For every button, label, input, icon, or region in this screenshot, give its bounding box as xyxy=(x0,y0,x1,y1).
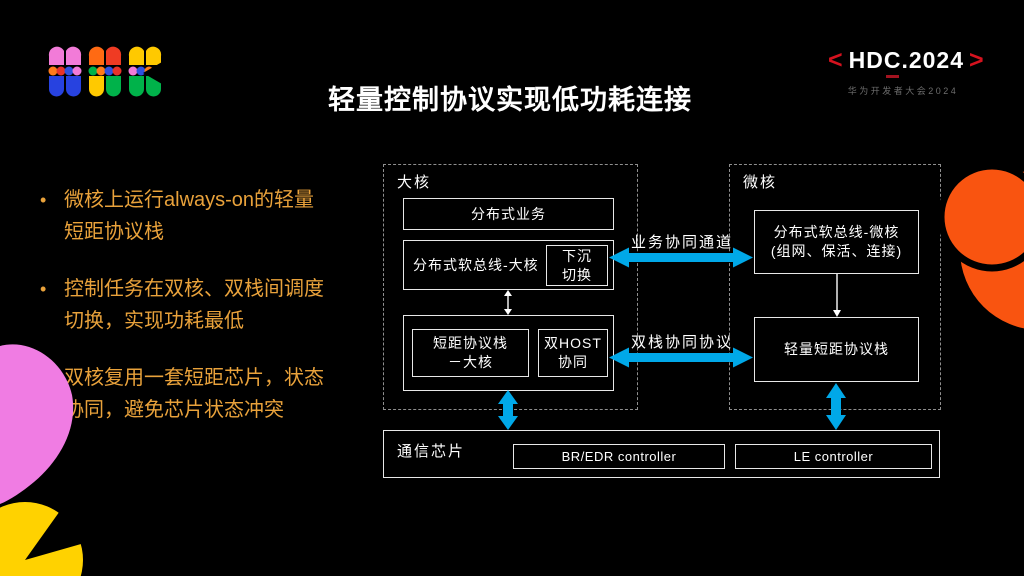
micro-core-label: 微核 xyxy=(743,174,778,191)
softbus-microcore-box: 分布式软总线-微核 (组网、保活、连接) xyxy=(754,210,919,274)
double-arrow-horizontal-icon xyxy=(609,247,753,268)
distributed-service-box: 分布式业务 xyxy=(403,198,614,230)
brand-left-bracket: < xyxy=(828,46,844,74)
br-edr-controller-box: BR/EDR controller xyxy=(513,444,725,469)
bullet-item: • 双核复用一套短距芯片，状态协同，避免芯片状态冲突 xyxy=(40,362,340,426)
short-range-stack-box: 短距协议栈 －大核 xyxy=(412,329,529,377)
bullet-text: 微核上运行always-on的轻量短距协议栈 xyxy=(64,189,315,243)
dual-host-box: 双HOST 协同 xyxy=(538,329,608,377)
down-arrow-icon xyxy=(833,274,841,317)
brand-lockup: <HDC.2024> 华为开发者大会2024 xyxy=(828,46,984,97)
bullet-list: • 微核上运行always-on的轻量短距协议栈 • 控制任务在双核、双栈间调度… xyxy=(40,184,340,451)
double-arrow-vertical-icon xyxy=(826,383,846,430)
dual-stack-label: 双栈协同协议 xyxy=(630,334,733,351)
chip-label: 通信芯片 xyxy=(397,443,466,460)
bullet-item: • 控制任务在双核、双栈间调度切换，实现功耗最低 xyxy=(40,273,340,337)
deco-orange-circles xyxy=(940,162,1024,329)
le-controller-box: LE controller xyxy=(735,444,932,469)
bullet-text: 双核复用一套短距芯片，状态协同，避免芯片状态冲突 xyxy=(64,367,324,421)
bullet-dot: • xyxy=(40,279,47,299)
double-arrow-small-icon xyxy=(504,290,512,315)
double-arrow-horizontal-icon xyxy=(609,347,753,368)
light-stack-box: 轻量短距协议栈 xyxy=(754,317,919,382)
hdc-logo-icon xyxy=(48,46,162,97)
bullet-item: • 微核上运行always-on的轻量短距协议栈 xyxy=(40,184,340,248)
deco-pink-petal xyxy=(0,344,102,576)
brand-name: HDC.2024 xyxy=(848,47,964,73)
big-core-label: 大核 xyxy=(397,174,432,191)
brand-subtitle: 华为开发者大会2024 xyxy=(847,86,959,96)
brand-right-bracket: > xyxy=(969,46,985,74)
brand-underscore-mark xyxy=(886,75,899,78)
business-channel-label: 业务协同通道 xyxy=(630,234,733,251)
sink-switch-box: 下沉 切换 xyxy=(546,245,608,286)
deco-yellow-pacman xyxy=(0,480,102,576)
bullet-dot: • xyxy=(40,190,47,210)
page-title: 轻量控制协议实现低功耗连接 xyxy=(328,85,692,115)
double-arrow-vertical-icon xyxy=(498,390,518,430)
bullet-text: 控制任务在双核、双栈间调度切换，实现功耗最低 xyxy=(64,278,324,332)
